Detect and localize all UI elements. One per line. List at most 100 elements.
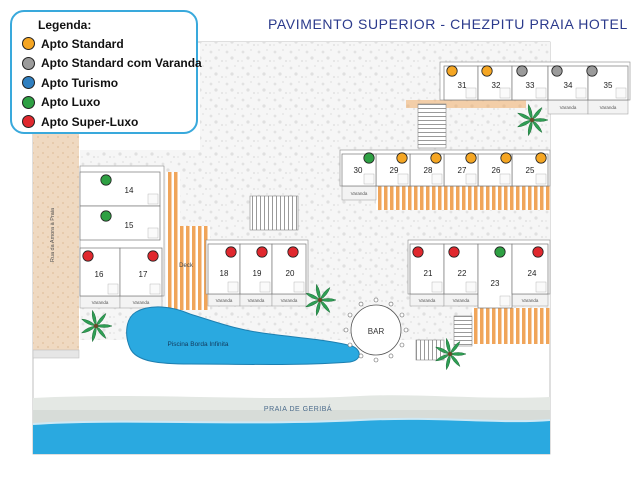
room-31[interactable]: 31 bbox=[443, 65, 479, 101]
room-14[interactable]: 14 bbox=[79, 171, 161, 207]
map-title: PAVIMENTO SUPERIOR - CHEZPITU PRAIA HOTE… bbox=[268, 16, 628, 32]
room-number: 30 bbox=[354, 166, 363, 175]
room-type-dot-icon bbox=[494, 246, 506, 258]
varanda-label: Varanda bbox=[522, 298, 539, 303]
red-dot-icon bbox=[22, 115, 35, 129]
room-type-dot-icon bbox=[100, 174, 112, 186]
room-33[interactable]: 33 bbox=[511, 65, 549, 101]
room-24[interactable]: 24 bbox=[511, 243, 549, 295]
room-type-dot-icon bbox=[412, 246, 424, 258]
room-bath bbox=[535, 281, 547, 293]
bar-stool bbox=[358, 301, 364, 307]
room-23[interactable]: 23 bbox=[477, 243, 513, 309]
room-bath bbox=[147, 193, 159, 205]
legend-item-super-luxo: Apto Super-Luxo bbox=[22, 112, 196, 132]
varanda: Varanda bbox=[409, 293, 445, 307]
room-34[interactable]: 34 bbox=[547, 65, 589, 101]
room-22[interactable]: 22 bbox=[443, 243, 479, 295]
palm-tree-icon bbox=[516, 103, 549, 137]
room-type-dot-icon bbox=[465, 152, 477, 164]
legend-title: Legenda: bbox=[38, 18, 92, 32]
varanda: Varanda bbox=[511, 293, 549, 307]
bar-stool bbox=[347, 312, 353, 318]
sea-foam bbox=[32, 417, 551, 425]
room-16[interactable]: 16 bbox=[79, 247, 121, 297]
bar-stool bbox=[388, 353, 394, 359]
room-number: 18 bbox=[220, 269, 229, 278]
room-number: 33 bbox=[526, 81, 535, 90]
beach-sand-dune bbox=[33, 395, 550, 410]
room-35[interactable]: 35 bbox=[586, 65, 629, 101]
bar-stool bbox=[399, 342, 405, 348]
room-30[interactable]: 30 bbox=[341, 152, 377, 187]
bar-stools bbox=[343, 297, 409, 363]
bar-stool bbox=[399, 312, 405, 318]
room-type-dot-icon bbox=[448, 246, 460, 258]
room-number: 29 bbox=[390, 166, 399, 175]
pool bbox=[126, 306, 360, 365]
varanda-label: Varanda bbox=[600, 105, 617, 110]
room-bath bbox=[363, 173, 375, 185]
room-bath bbox=[147, 227, 159, 239]
room-21[interactable]: 21 bbox=[409, 243, 445, 295]
room-bath bbox=[499, 87, 511, 99]
room-26[interactable]: 26 bbox=[477, 152, 513, 187]
room-bath bbox=[293, 281, 305, 293]
room-number: 21 bbox=[424, 269, 433, 278]
room-25[interactable]: 25 bbox=[511, 152, 549, 187]
room-bath bbox=[465, 87, 477, 99]
room-20[interactable]: 20 bbox=[271, 243, 307, 295]
varanda: Varanda bbox=[341, 185, 377, 201]
room-outline bbox=[79, 205, 161, 241]
varanda-label: Varanda bbox=[248, 298, 265, 303]
room-type-dot-icon bbox=[535, 152, 547, 164]
stairs-south bbox=[453, 315, 473, 347]
room-type-dot-icon bbox=[481, 65, 493, 77]
varanda-label: Varanda bbox=[216, 298, 233, 303]
varanda-label: Varanda bbox=[560, 105, 577, 110]
palm-trees bbox=[80, 103, 549, 371]
room-number: 16 bbox=[95, 270, 104, 279]
room-28[interactable]: 28 bbox=[409, 152, 445, 187]
room-number: 34 bbox=[564, 81, 573, 90]
room-19[interactable]: 19 bbox=[239, 243, 273, 295]
room-number: 19 bbox=[253, 269, 262, 278]
palm-tree-icon bbox=[304, 283, 337, 317]
varanda: Varanda bbox=[587, 99, 629, 115]
room-number: 14 bbox=[125, 186, 134, 195]
palm-tree-icon bbox=[434, 337, 467, 371]
varanda-label: Varanda bbox=[133, 300, 150, 305]
varanda: Varanda bbox=[443, 293, 479, 307]
room-29[interactable]: 29 bbox=[375, 152, 411, 187]
room-type-dot-icon bbox=[287, 246, 299, 258]
varanda-label: Varanda bbox=[419, 298, 436, 303]
room-32[interactable]: 32 bbox=[477, 65, 513, 101]
street-edge bbox=[32, 349, 80, 359]
room-type-dot-icon bbox=[82, 250, 94, 262]
legend-item-standard-varanda: Apto Standard com Varanda bbox=[22, 54, 202, 74]
deck-label: Deck bbox=[179, 263, 194, 269]
bar-stool bbox=[373, 297, 379, 303]
sea bbox=[33, 418, 550, 454]
room-27[interactable]: 27 bbox=[443, 152, 479, 187]
room-type-dot-icon bbox=[500, 152, 512, 164]
deck-bottom-right bbox=[472, 308, 550, 344]
room-bath bbox=[535, 87, 547, 99]
room-bath bbox=[149, 283, 161, 295]
room-type-dot-icon bbox=[532, 246, 544, 258]
room-type-dot-icon bbox=[256, 246, 268, 258]
room-outline bbox=[79, 171, 161, 207]
deck-top-corridor bbox=[406, 100, 526, 108]
gray-dot-icon bbox=[22, 56, 35, 70]
beach-label: PRAIA DE GERIBÁ bbox=[264, 404, 332, 413]
room-15[interactable]: 15 bbox=[79, 205, 161, 241]
room-number: 22 bbox=[458, 269, 467, 278]
street-label: Rua da Amora à Praia bbox=[50, 207, 56, 262]
room-17[interactable]: 17 bbox=[119, 247, 163, 297]
room-type-dot-icon bbox=[430, 152, 442, 164]
room-18[interactable]: 18 bbox=[207, 243, 241, 295]
bar[interactable] bbox=[350, 304, 402, 356]
street-strip bbox=[33, 134, 79, 350]
